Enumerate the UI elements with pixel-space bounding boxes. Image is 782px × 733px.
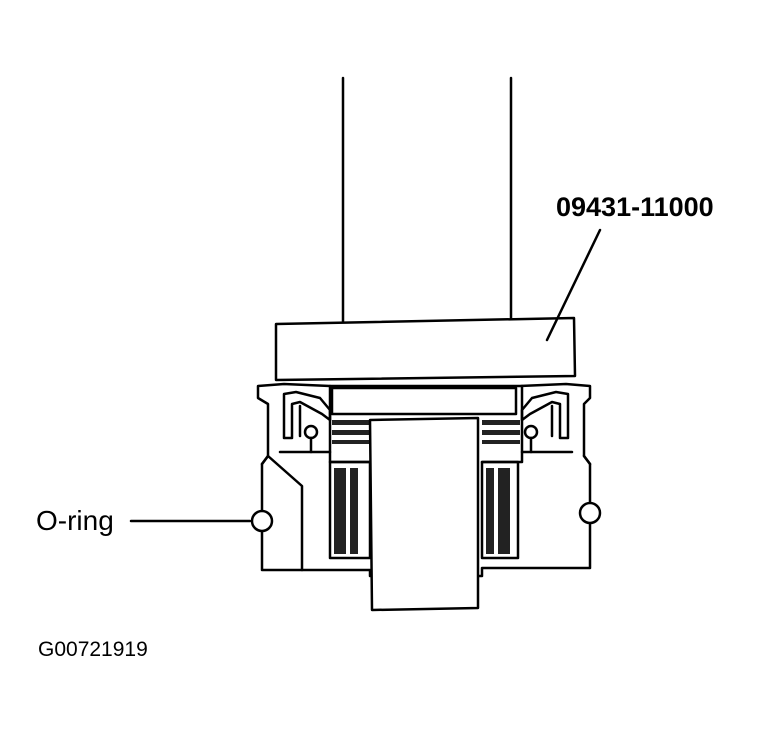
tool-shaft bbox=[341, 76, 513, 324]
tool-head bbox=[274, 316, 577, 382]
right-o-ring bbox=[578, 501, 602, 525]
lower-bearing-blocks bbox=[328, 460, 520, 560]
right-seal-lip bbox=[520, 390, 570, 454]
bearing-rollers bbox=[332, 420, 520, 444]
left-seal-lip bbox=[282, 390, 332, 454]
part-number-leader bbox=[545, 228, 602, 342]
housing bbox=[256, 382, 592, 578]
figure-id: G00721919 bbox=[38, 638, 148, 661]
o-ring-label: O-ring bbox=[36, 505, 114, 536]
bearing-outer-race bbox=[330, 386, 518, 416]
left-o-ring bbox=[250, 509, 274, 533]
center-shaft bbox=[368, 416, 480, 612]
part-number-label: 09431-11000 bbox=[556, 192, 714, 222]
